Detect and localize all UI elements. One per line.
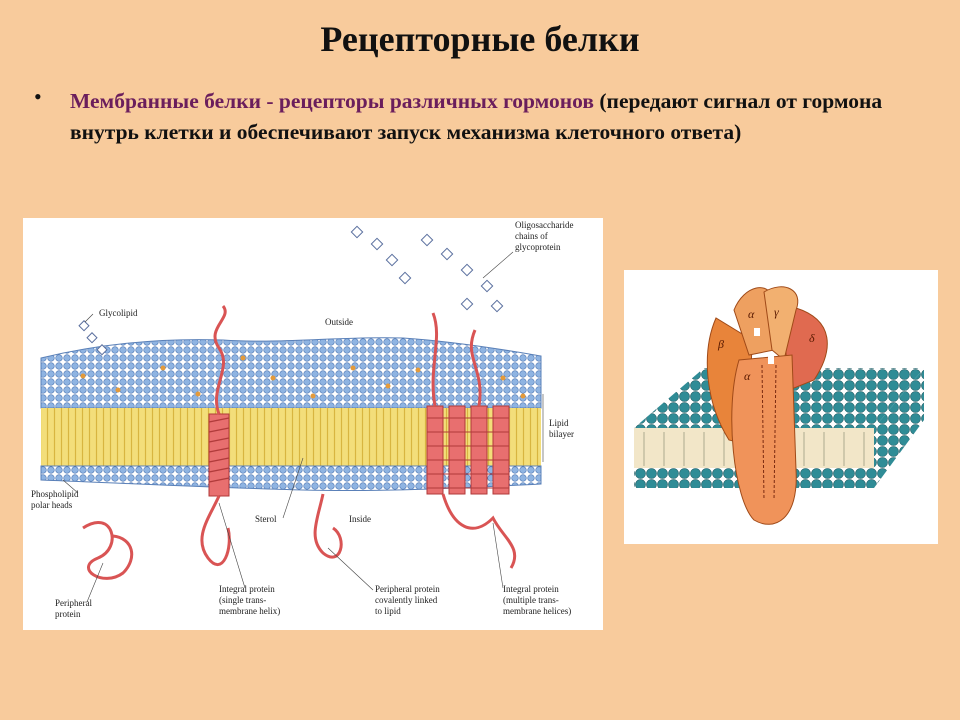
membrane-diagram-svg: Glycolipid Outside Oligosaccharide chain… xyxy=(31,220,574,619)
receptor-subunit-delta xyxy=(783,307,828,391)
label-integral-single-2: (single trans- xyxy=(219,595,266,605)
slide-title: Рецепторные белки xyxy=(320,19,640,59)
membrane-diagram: Glycolipid Outside Oligosaccharide chain… xyxy=(23,218,603,630)
label-lipid-2: bilayer xyxy=(549,429,574,439)
membrane-upper-leaflet xyxy=(40,337,542,409)
label-peripheral-2: protein xyxy=(55,609,81,619)
bullet-text: Мембранные белки - рецепторы различных г… xyxy=(70,86,890,148)
receptor-subunit-alpha-front xyxy=(731,354,797,525)
oligosaccharide-chains xyxy=(350,225,504,313)
label-peripheral-cov-1: Peripheral protein xyxy=(375,584,440,594)
glycolipid-chain xyxy=(78,320,108,356)
membrane-lines xyxy=(643,432,865,466)
label-glycolipid: Glycolipid xyxy=(99,308,138,318)
peripheral-protein-covalent xyxy=(313,493,343,559)
receptor-subunit-gamma xyxy=(763,286,799,361)
membrane-tails xyxy=(41,408,541,466)
label-integral-multi-3: membrane helices) xyxy=(503,606,571,616)
bullet-marker: • xyxy=(34,84,42,109)
membrane-lower-leaflet xyxy=(40,465,542,492)
label-beta: β xyxy=(717,337,724,351)
label-integral-single-3: membrane helix) xyxy=(219,606,280,616)
label-integral-multi-2: (multiple trans- xyxy=(503,595,559,605)
receptor-diagram: α γ β δ α xyxy=(624,270,938,544)
label-outside: Outside xyxy=(325,317,353,327)
integral-protein-single xyxy=(200,305,231,567)
receptor-channel xyxy=(761,364,777,501)
label-oligo-1: Oligosaccharide xyxy=(515,220,573,230)
label-peripheral-cov-3: to lipid xyxy=(375,606,401,616)
binding-site-2 xyxy=(768,356,774,364)
label-phospho-1: Phospholipid xyxy=(31,489,79,499)
label-delta: δ xyxy=(809,331,815,345)
label-oligo-2: chains of xyxy=(515,231,548,241)
label-alpha-2: α xyxy=(744,369,751,383)
label-alpha-1: α xyxy=(748,307,755,321)
label-peripheral-1: Peripheral xyxy=(55,598,92,608)
membrane-side xyxy=(874,368,924,488)
label-integral-multi-1: Integral protein xyxy=(503,584,559,594)
label-phospho-2: polar heads xyxy=(31,500,73,510)
receptor-diagram-svg: α γ β δ α xyxy=(634,286,924,525)
peripheral-protein xyxy=(82,521,134,580)
bullet-highlight: Мембранные белки - рецепторы различных г… xyxy=(70,89,595,113)
label-gamma: γ xyxy=(774,305,779,319)
label-lipid-1: Lipid xyxy=(549,418,569,428)
label-integral-single-1: Integral protein xyxy=(219,584,275,594)
binding-site-1 xyxy=(754,328,760,336)
bullet-rest: (передают сигнал от гормона внутрь клетк… xyxy=(70,89,883,144)
integral-protein-multi xyxy=(426,312,517,569)
label-peripheral-cov-2: covalently linked xyxy=(375,595,438,605)
label-sterol: Sterol xyxy=(255,514,277,524)
sterol-dots xyxy=(80,355,526,399)
label-oligo-3: glycoprotein xyxy=(515,242,561,252)
label-inside: Inside xyxy=(349,514,371,524)
